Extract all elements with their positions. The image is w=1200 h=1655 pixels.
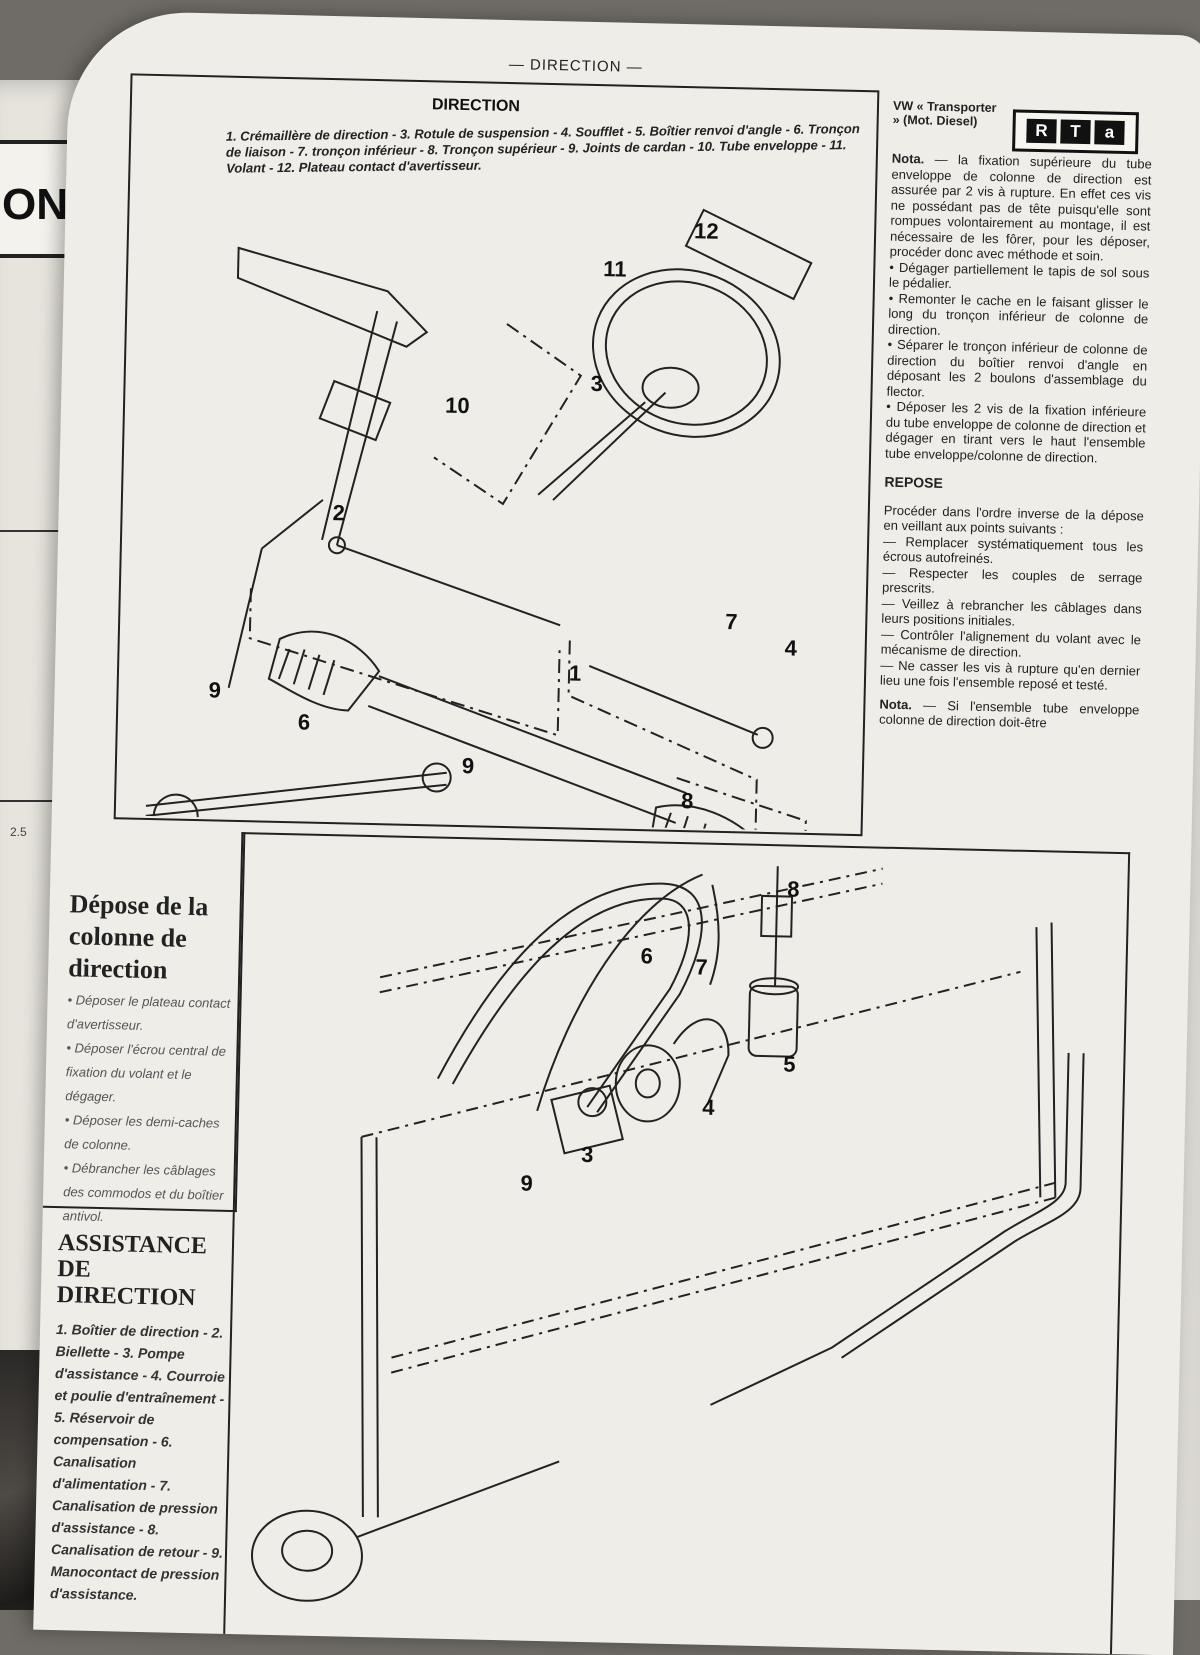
fig1-label-8: 3	[590, 370, 604, 397]
fig1-label-2: 7	[725, 609, 738, 635]
repose-item: — Respecter les couples de serrage presc…	[881, 564, 1143, 596]
fig2-label-4: 4	[701, 1094, 715, 1120]
figure-legend: 1. Crémaillère de direction - 3. Rotule …	[225, 121, 860, 176]
fig1-label-11: 11	[602, 256, 627, 282]
repose-item: — Contrôler l'alignement du volant avec …	[880, 626, 1142, 660]
fig1-label-9: 9	[461, 753, 475, 779]
right-text-column: VW « Transporter » (Mot. Diesel) R T a N…	[879, 99, 1153, 733]
fig1-label-6: 6	[297, 709, 311, 735]
rta-logo-letter: T	[1060, 119, 1091, 145]
sidebox-line: • Déposer l'écrou central de fixation du…	[65, 1040, 227, 1105]
fig2-label-3: 3	[580, 1141, 594, 1168]
steering-exploded-diagram	[145, 208, 813, 833]
sidebox-title: Dépose de la colonne de direction	[67, 889, 209, 985]
fig1-label-4: 8	[680, 788, 694, 814]
removal-text: Nota. — la fixation supérieure du tube e…	[879, 151, 1152, 733]
nota2-title: Nota.	[879, 696, 913, 712]
sidebox-line: • Déposer le plateau contact d'avertisse…	[66, 992, 231, 1033]
vehicle-title: VW « Transporter » (Mot. Diesel)	[892, 98, 997, 129]
fig1-label-9-left: 9	[208, 677, 222, 703]
left-page-number: 2.5	[10, 825, 27, 839]
figure-direction: DIRECTION 1. Crémaillère de direction - …	[113, 73, 880, 837]
repose-item: — Ne casser les vis à rupture qu'en dern…	[879, 657, 1141, 693]
power-steering-diagram	[250, 866, 1085, 1602]
sidebox-lines: • Déposer le plateau contact d'avertisse…	[62, 988, 232, 1232]
fig1-label-1: 1	[568, 660, 582, 686]
nota-text: — la fixation supérieure du tube envelop…	[889, 151, 1152, 264]
step: • Dégager partiellement le tapis de sol …	[888, 259, 1150, 292]
assistance-title: ASSISTANCE DE DIRECTION	[56, 1230, 208, 1312]
assistance-text: 1. Boîtier de direction - 2. Biellette -…	[49, 1321, 226, 1603]
rta-logo: R T a	[1012, 109, 1139, 155]
fig2-label-6: 6	[640, 943, 654, 969]
repose-intro: Procéder dans l'ordre inverse de la dépo…	[883, 502, 1144, 537]
assistance-legend: ASSISTANCE DE DIRECTION 1. Boîtier de di…	[50, 1230, 233, 1608]
fig1-label-12: 12	[693, 218, 719, 244]
left-tab-text: ON	[2, 180, 68, 229]
fig2-label-9: 9	[520, 1170, 534, 1196]
fig2-label-8: 8	[786, 876, 800, 902]
step: • Déposer les 2 vis de la fixation infér…	[884, 398, 1147, 465]
left-rule	[0, 530, 82, 532]
page-header: — DIRECTION —	[508, 55, 643, 77]
nota-title: Nota.	[891, 150, 925, 167]
nota2-text: — Si l'ensemble tube enveloppe colonne d…	[878, 697, 1140, 731]
repose-item: — Veillez à rebrancher les câblages dans…	[881, 595, 1142, 629]
rta-logo-letter: R	[1026, 118, 1057, 144]
fig1-label-10: 10	[444, 392, 470, 419]
fig2-label-5: 5	[782, 1051, 796, 1077]
left-rule	[0, 800, 82, 802]
figure-power-steering: 8 7 6 5 4 3 9	[223, 832, 1131, 1655]
fig1-label-7: 2	[332, 500, 346, 526]
fig1-label-3: 4	[784, 635, 798, 661]
figure-title: DIRECTION	[431, 96, 521, 116]
step: • Séparer le tronçon inférieur de colonn…	[886, 336, 1148, 399]
sidebox-line: • Débrancher les câblages des commodos e…	[62, 1160, 224, 1225]
step: • Remonter le cache en le faisant glisse…	[887, 290, 1149, 338]
repose-heading: REPOSE	[884, 473, 944, 491]
sidebox-line: • Déposer les demi-caches de colonne.	[64, 1112, 220, 1153]
document-page: — DIRECTION — DIRECTION 1. Crémaillère d…	[33, 10, 1200, 1655]
removal-sidebox: Dépose de la colonne de direction • Dépo…	[42, 827, 246, 1224]
repose-item: — Remplacer systématiquement tous les éc…	[882, 533, 1144, 567]
rta-logo-letter: a	[1094, 120, 1125, 145]
fig2-label-7: 7	[695, 954, 708, 980]
